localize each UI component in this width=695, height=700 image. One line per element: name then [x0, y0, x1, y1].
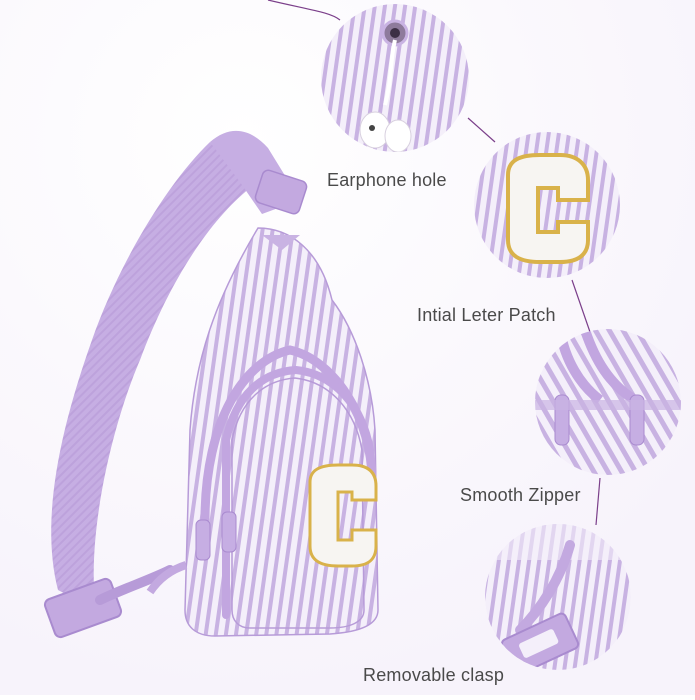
- callout-label-clasp: Removable clasp: [363, 665, 505, 685]
- callout-label-earphone: Earphone hole: [327, 170, 447, 190]
- callout-lines: [267, 0, 601, 526]
- bag-letter-patch: [308, 463, 378, 568]
- callout-label-patch: Intial Leter Patch: [417, 305, 556, 325]
- callout-circle-earphone: [321, 4, 469, 152]
- callout-circle-zipper: [535, 329, 681, 475]
- callout-label-zipper: Smooth Zipper: [460, 485, 581, 505]
- strap: [43, 130, 308, 639]
- callout-circle-patch: [474, 132, 620, 278]
